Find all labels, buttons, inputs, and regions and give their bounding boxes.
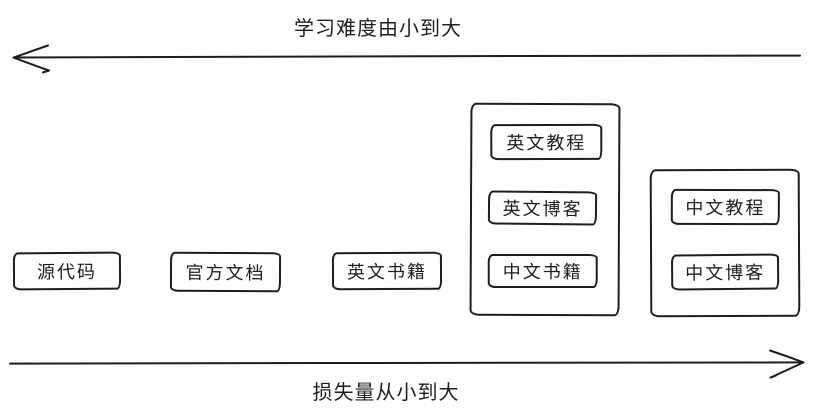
node-label: 中文教程 — [685, 197, 766, 219]
node-label: 英文书籍 — [346, 261, 428, 283]
node-label: 中文博客 — [685, 262, 766, 284]
node-english-blogs: 英文博客 — [487, 190, 598, 226]
arrow-right-icon — [769, 349, 805, 379]
difficulty-axis-label: 学习难度由小到大 — [294, 18, 462, 40]
node-label: 源代码 — [36, 261, 98, 283]
group-english-resources: 英文教程 英文博客 中文书籍 — [469, 102, 621, 317]
arrow-left-icon — [12, 44, 50, 74]
loss-axis-label: 损失量从小到大 — [312, 382, 460, 404]
node-source-code: 源代码 — [12, 251, 122, 291]
node-chinese-books: 中文书籍 — [487, 253, 598, 289]
group-chinese-resources: 中文教程 中文博客 — [649, 168, 801, 318]
node-chinese-blogs: 中文博客 — [670, 253, 780, 291]
loss-axis-arrow-right — [9, 349, 805, 379]
difficulty-axis-arrow-left — [12, 44, 801, 74]
node-official-docs: 官方文档 — [169, 251, 282, 293]
node-label: 英文博客 — [502, 198, 583, 220]
node-english-tutorials: 英文教程 — [490, 123, 603, 161]
node-label: 官方文档 — [185, 262, 266, 284]
node-english-books: 英文书籍 — [331, 251, 443, 291]
node-label: 英文教程 — [506, 132, 587, 154]
node-label: 中文书籍 — [502, 261, 583, 283]
node-chinese-tutorials: 中文教程 — [670, 188, 780, 226]
